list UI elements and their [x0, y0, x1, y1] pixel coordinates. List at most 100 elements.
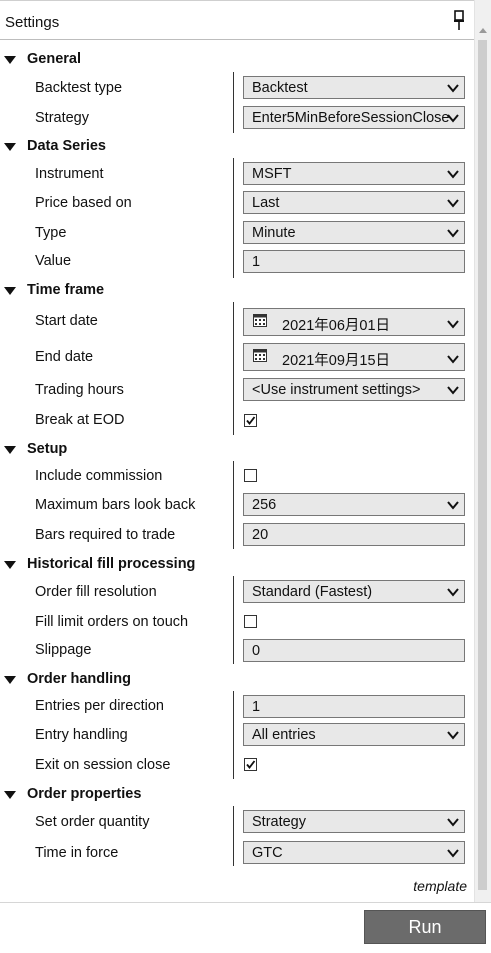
category-setup[interactable]: Setup	[0, 435, 474, 463]
order-fill-resolution-dropdown[interactable]: Standard (Fastest)	[243, 580, 465, 603]
entries-per-direction-field[interactable]: 1	[243, 695, 465, 718]
label-entry-handling: Entry handling	[35, 727, 128, 743]
price-based-on-value: Last	[252, 195, 280, 211]
category-label: Setup	[27, 441, 68, 457]
strategy-value: Enter5MinBeforeSessionClose	[252, 110, 450, 126]
chevron-down-icon	[447, 498, 459, 510]
label-entries-per-direction: Entries per direction	[35, 698, 164, 714]
label-price-based-on: Price based on	[35, 195, 132, 211]
calendar-icon	[253, 314, 267, 327]
exit-on-session-close-checkbox[interactable]	[244, 758, 257, 771]
chevron-down-icon	[447, 317, 459, 329]
column-divider	[233, 806, 234, 866]
category-order-properties[interactable]: Order properties	[0, 780, 474, 808]
collapse-triangle-icon[interactable]	[4, 561, 16, 569]
calendar-icon	[253, 349, 267, 362]
label-backtest-type: Backtest type	[35, 80, 123, 96]
entries-per-direction-value: 1	[252, 699, 261, 715]
instrument-value: MSFT	[252, 166, 292, 182]
checkmark-icon	[246, 760, 256, 769]
collapse-triangle-icon[interactable]	[4, 56, 16, 64]
pin-icon[interactable]	[452, 10, 466, 32]
chevron-down-icon	[447, 585, 459, 597]
label-type: Type	[35, 225, 67, 241]
label-value: Value	[35, 253, 72, 269]
label-slippage: Slippage	[35, 642, 92, 658]
label-time-in-force: Time in force	[35, 845, 119, 861]
category-label: Order properties	[27, 786, 142, 802]
chevron-down-icon	[447, 352, 459, 364]
order-fill-resolution-value: Standard (Fastest)	[252, 584, 373, 600]
vertical-scrollbar[interactable]	[474, 0, 491, 903]
time-in-force-value: GTC	[252, 845, 283, 861]
footer-divider	[0, 902, 491, 903]
entry-handling-dropdown[interactable]: All entries	[243, 723, 465, 746]
label-break-at-eod: Break at EOD	[35, 412, 125, 428]
break-at-eod-checkbox[interactable]	[244, 414, 257, 427]
chevron-down-icon	[447, 81, 459, 93]
backtest-type-dropdown[interactable]: Backtest	[243, 76, 465, 99]
chevron-down-icon	[447, 383, 459, 395]
max-bars-look-back-value: 256	[252, 497, 277, 513]
collapse-triangle-icon[interactable]	[4, 287, 16, 295]
label-order-fill-resolution: Order fill resolution	[35, 584, 157, 600]
label-max-bars-look-back: Maximum bars look back	[35, 497, 196, 513]
chevron-down-icon	[447, 196, 459, 208]
category-label: Historical fill processing	[27, 556, 196, 572]
end-date-value: 2021年09月15日	[282, 353, 391, 369]
type-dropdown[interactable]: Minute	[243, 221, 465, 244]
bars-required-field[interactable]: 20	[243, 523, 465, 546]
column-divider	[233, 72, 234, 133]
column-divider	[233, 158, 234, 278]
category-label: General	[27, 51, 81, 67]
include-commission-checkbox[interactable]	[244, 469, 257, 482]
collapse-triangle-icon[interactable]	[4, 143, 16, 151]
trading-hours-dropdown[interactable]: <Use instrument settings>	[243, 378, 465, 401]
category-order-handling[interactable]: Order handling	[0, 665, 474, 693]
bars-required-value: 20	[252, 527, 269, 543]
label-set-order-quantity: Set order quantity	[35, 814, 150, 830]
label-trading-hours: Trading hours	[35, 382, 124, 398]
chevron-down-icon	[447, 111, 459, 123]
max-bars-look-back-dropdown[interactable]: 256	[243, 493, 465, 516]
column-divider	[233, 302, 234, 435]
scroll-up-arrow-icon[interactable]	[479, 28, 487, 33]
category-label: Data Series	[27, 138, 106, 154]
instrument-dropdown[interactable]: MSFT	[243, 162, 465, 185]
collapse-triangle-icon[interactable]	[4, 676, 16, 684]
category-time-frame[interactable]: Time frame	[0, 276, 474, 304]
label-start-date: Start date	[35, 313, 98, 329]
chevron-down-icon	[447, 846, 459, 858]
category-general[interactable]: General	[0, 45, 474, 73]
label-fill-limit-on-touch: Fill limit orders on touch	[35, 614, 189, 630]
set-order-quantity-dropdown[interactable]: Strategy	[243, 810, 465, 833]
column-divider	[233, 461, 234, 549]
trading-hours-value: <Use instrument settings>	[252, 382, 421, 398]
strategy-dropdown[interactable]: Enter5MinBeforeSessionClose	[243, 106, 465, 129]
scroll-thumb[interactable]	[478, 40, 487, 890]
collapse-triangle-icon[interactable]	[4, 446, 16, 454]
fill-limit-on-touch-checkbox[interactable]	[244, 615, 257, 628]
run-button[interactable]: Run	[364, 910, 486, 944]
chevron-down-icon	[447, 728, 459, 740]
chevron-down-icon	[447, 167, 459, 179]
template-link[interactable]: template	[413, 878, 467, 894]
value-field[interactable]: 1	[243, 250, 465, 273]
category-historical-fill[interactable]: Historical fill processing	[0, 550, 474, 578]
set-order-quantity-value: Strategy	[252, 814, 306, 830]
backtest-type-value: Backtest	[252, 80, 308, 96]
label-instrument: Instrument	[35, 166, 104, 182]
window-title: Settings	[5, 14, 60, 31]
slippage-field[interactable]: 0	[243, 639, 465, 662]
column-divider	[233, 691, 234, 779]
chevron-down-icon	[447, 226, 459, 238]
title-bar: Settings	[0, 0, 474, 40]
price-based-on-dropdown[interactable]: Last	[243, 191, 465, 214]
collapse-triangle-icon[interactable]	[4, 791, 16, 799]
label-bars-required: Bars required to trade	[35, 527, 176, 543]
time-in-force-dropdown[interactable]: GTC	[243, 841, 465, 864]
category-data-series[interactable]: Data Series	[0, 132, 474, 160]
start-date-picker[interactable]: 2021年06月01日	[243, 308, 465, 336]
category-label: Order handling	[27, 671, 131, 687]
end-date-picker[interactable]: 2021年09月15日	[243, 343, 465, 371]
